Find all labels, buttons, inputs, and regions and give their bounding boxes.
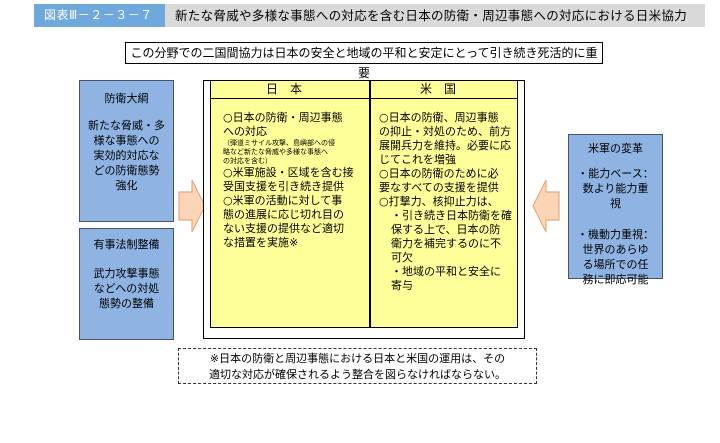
box-line: 強化 <box>115 179 138 192</box>
us-line: ○日本の防衛、周辺事態 <box>379 111 499 124</box>
box-line: ・機動力重視： <box>577 228 654 241</box>
box-line: 視 <box>610 197 621 210</box>
japan-line: な措置を実施※ <box>223 236 299 249</box>
defense-outline-box: 防衛大綱 新たな脅威・多 様な事態への 実効的対応な どの防衛態勢 強化 <box>79 80 174 222</box>
japan-line: 態の進展に応じ切れ目の <box>223 208 344 221</box>
box-line: どの防衛態勢 <box>93 164 160 177</box>
box-heading: 有事法制整備 <box>93 238 160 251</box>
japan-small-line: 略など新たな脅威や多様な事態へ <box>223 148 328 156</box>
footnote-line: ※日本の防衛と周辺事態における日本と米国の運用は、その <box>209 352 506 365</box>
right-arrow-icon <box>178 179 206 233</box>
japan-column-body: ○日本の防衛・周辺事態 への対応 （弾道ミサイル攻撃、島嶼部への侵 略など新たな… <box>210 99 370 328</box>
box-line: 実効的対応な <box>93 149 160 162</box>
figure-label: 図表Ⅲ－２－３－７ <box>34 4 165 27</box>
us-indent-line: 保する上で、日本の防 <box>391 223 501 236</box>
us-line: の抑止・対処のため、前方 <box>379 125 511 138</box>
box-line: る場所での任 <box>582 258 649 271</box>
us-line: ○日本の防衛のために必 <box>379 167 499 180</box>
japan-small-line: の対応を含む） <box>223 157 272 165</box>
us-line: じてこれを増強 <box>379 153 456 166</box>
us-indent-line: ・引き続き日本防衛を確 <box>391 209 512 222</box>
box-line: などへの対処 <box>93 282 160 295</box>
emergency-legislation-box: 有事法制整備 武力攻撃事態 などへの対処 態勢の整備 <box>79 228 174 340</box>
top-banner: この分野での二国間協力は日本の安全と地域の平和と安定にとって引き続き死活的に重要 <box>125 42 603 80</box>
box-line: 様な事態への <box>93 134 160 147</box>
left-arrow-icon <box>532 179 560 233</box>
us-indent-line: ・地域の平和と安全に <box>391 265 501 278</box>
japan-line: ない支援の提供など適切 <box>223 222 344 235</box>
us-indent-line: 寄与 <box>391 279 413 292</box>
us-column-body: ○日本の防衛、周辺事態 の抑止・対処のため、前方 展開兵力を維持。必要に応 じて… <box>370 99 518 328</box>
box-line: 態勢の整備 <box>99 297 154 310</box>
japan-line: への対応 <box>223 125 267 138</box>
japan-line: ○米軍施設・区域を含む接 <box>223 166 354 179</box>
footnote-line: 適切な対応が確保されるよう整合を図らなければならない。 <box>209 368 506 381</box>
footnote-box: ※日本の防衛と周辺事態における日本と米国の運用は、その 適切な対応が確保されるよ… <box>178 348 537 384</box>
us-line: ○打撃力、核抑止力は、 <box>379 195 499 208</box>
box-heading: 防衛大綱 <box>104 92 149 105</box>
us-line: 展開兵力を維持。必要に応 <box>379 139 511 152</box>
box-line: 武力攻撃事態 <box>93 267 160 280</box>
figure-title: 新たな脅威や多様な事態への対応を含む日本の防衛・周辺事態への対応における日米協力 <box>165 4 705 27</box>
japan-small-line: （弾道ミサイル攻撃、島嶼部への侵 <box>223 139 335 147</box>
us-force-transformation-box: 米軍の変革 ・能力ベース： 数より能力重 視 ・機動力重視： 世界のあらゆ る場… <box>568 134 663 286</box>
box-heading: 米軍の変革 <box>588 142 643 155</box>
box-line: 新たな脅威・多 <box>88 119 165 132</box>
box-line: 世界のあらゆ <box>582 243 649 256</box>
japan-line: ○米軍の活動に対して事 <box>223 194 343 207</box>
japan-line: ○日本の防衛・周辺事態 <box>223 111 343 124</box>
us-column-header: 米国 <box>370 80 518 99</box>
box-line: 数より能力重 <box>582 182 649 195</box>
us-line: 要なすべての支援を提供 <box>379 181 499 194</box>
japan-column-header: 日本 <box>210 80 370 99</box>
us-indent-line: 衛力を補完するのに不 <box>391 237 501 250</box>
box-line: ・能力ベース： <box>577 167 654 180</box>
box-line: 務に即応可能 <box>582 273 649 286</box>
us-indent-line: 可欠 <box>391 251 413 264</box>
japan-line: 受国支援を引き続き提供 <box>223 180 344 193</box>
